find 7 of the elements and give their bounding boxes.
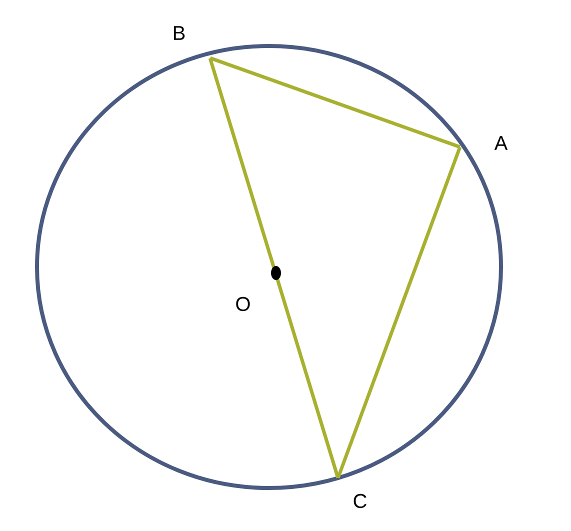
triangle-side [208, 58, 340, 478]
vertex-label: B [174, 26, 185, 40]
triangle-side [210, 56, 460, 149]
vertex-label: C [354, 494, 366, 508]
center-label: O [236, 296, 250, 312]
vertex-label: A [494, 136, 508, 150]
triangle-side [336, 146, 462, 478]
